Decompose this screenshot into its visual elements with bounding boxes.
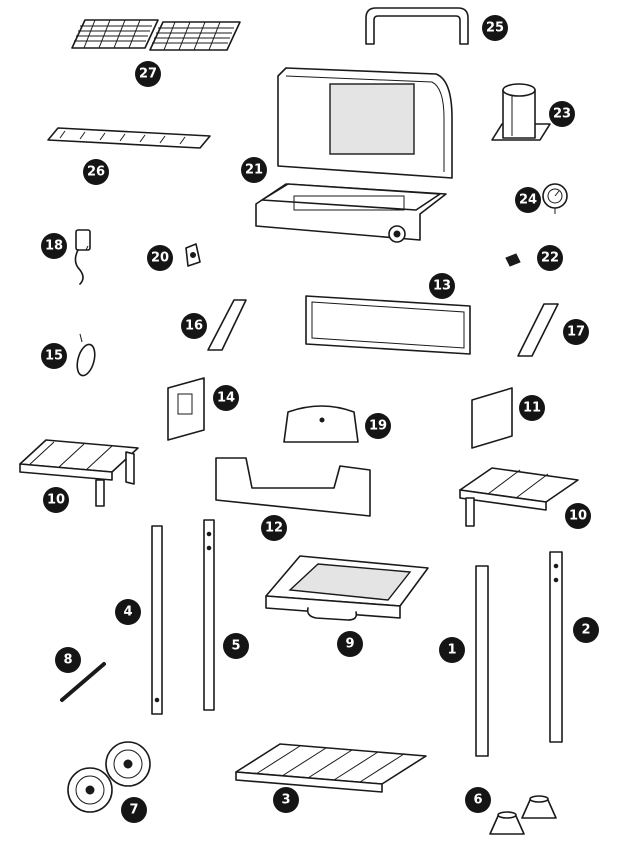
callout-20: 20 (147, 245, 173, 271)
right-legs-illustration (475, 551, 563, 757)
ignition-part-illustration (185, 243, 201, 267)
callout-label-20: 20 (151, 251, 169, 266)
callout-label-17: 17 (567, 325, 585, 340)
callout-label-27: 27 (139, 67, 157, 82)
firebox-illustration (255, 67, 453, 243)
left-side-shelf-illustration (19, 439, 139, 507)
callout-label-7: 7 (129, 803, 138, 818)
callout-5: 5 (223, 633, 249, 659)
callout-label-2: 2 (581, 623, 590, 638)
bottom-shelf-illustration (235, 743, 427, 793)
callout-label-22: 22 (541, 251, 559, 266)
gas-cylinder-holder-illustration (491, 83, 551, 141)
callout-17: 17 (563, 319, 589, 345)
callout-21: 21 (241, 157, 267, 183)
back-panel-illustration (215, 457, 371, 517)
callout-label-10-right: 10 (569, 509, 587, 524)
warming-rack-illustration (47, 127, 211, 149)
thermometer-illustration (542, 183, 568, 214)
callout-label-12: 12 (265, 521, 283, 536)
callout-13: 13 (429, 273, 455, 299)
callout-label-5: 5 (231, 639, 240, 654)
callout-24: 24 (515, 187, 541, 213)
front-panel-illustration (305, 295, 471, 355)
left-side-panel-illustration (167, 377, 205, 441)
grease-tray-illustration (265, 555, 429, 621)
callout-label-25: 25 (486, 21, 504, 36)
callout-27: 27 (135, 61, 161, 87)
callout-label-24: 24 (519, 193, 537, 208)
callout-15: 15 (41, 343, 67, 369)
callout-6: 6 (465, 787, 491, 813)
callout-25: 25 (482, 15, 508, 41)
callout-8: 8 (55, 647, 81, 673)
callout-label-10-left: 10 (47, 493, 65, 508)
callout-16: 16 (181, 313, 207, 339)
callout-14: 14 (213, 385, 239, 411)
callout-label-18: 18 (45, 239, 63, 254)
callout-3: 3 (273, 787, 299, 813)
callout-label-19: 19 (369, 419, 387, 434)
callout-11: 11 (519, 395, 545, 421)
wheels-illustration (67, 741, 151, 813)
hose-regulator-illustration (74, 229, 91, 285)
callout-22: 22 (537, 245, 563, 271)
cooking-grates-illustration (71, 19, 241, 51)
callout-7: 7 (121, 797, 147, 823)
callout-label-6: 6 (473, 793, 482, 808)
callout-label-23: 23 (553, 107, 571, 122)
callout-label-13: 13 (433, 279, 451, 294)
callout-label-3: 3 (281, 793, 290, 808)
battery-igniter-illustration (76, 333, 96, 377)
left-legs-illustration (151, 519, 215, 715)
right-side-shelf-illustration (459, 467, 579, 527)
callout-10-right: 10 (565, 503, 591, 529)
axle-illustration (60, 662, 106, 702)
callout-26: 26 (83, 159, 109, 185)
callout-12: 12 (261, 515, 287, 541)
left-bracket-illustration (207, 299, 247, 351)
callout-label-8: 8 (63, 653, 72, 668)
leg-caps-illustration (489, 795, 557, 835)
callout-label-26: 26 (87, 165, 105, 180)
callout-2: 2 (573, 617, 599, 643)
heat-shield-illustration (283, 405, 359, 443)
handle-illustration (365, 7, 469, 45)
callout-label-14: 14 (217, 391, 235, 406)
callout-label-15: 15 (45, 349, 63, 364)
callout-18: 18 (41, 233, 67, 259)
callout-10-left: 10 (43, 487, 69, 513)
right-bracket-illustration (517, 303, 559, 357)
callout-label-9: 9 (345, 637, 354, 652)
callout-label-1: 1 (447, 643, 456, 658)
callout-4: 4 (115, 599, 141, 625)
callout-1: 1 (439, 637, 465, 663)
callout-label-16: 16 (185, 319, 203, 334)
callout-23: 23 (549, 101, 575, 127)
callout-label-21: 21 (245, 163, 263, 178)
callout-label-4: 4 (123, 605, 132, 620)
callout-19: 19 (365, 413, 391, 439)
callout-label-11: 11 (523, 401, 541, 416)
right-side-panel-illustration (471, 387, 513, 449)
callout-9: 9 (337, 631, 363, 657)
control-knob-illustration (505, 253, 521, 267)
